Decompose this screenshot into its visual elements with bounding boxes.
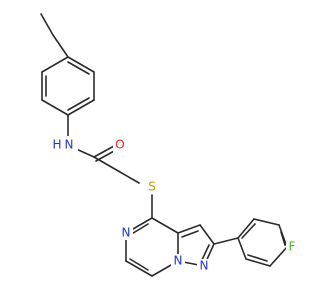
bond-carbonyl-ch2: [93, 156, 121, 173]
pyrazole-n-label-bg: [197, 259, 211, 273]
bridge-n-label-bg: [171, 254, 185, 268]
bond-phenyl2-b: [253, 218, 280, 226]
bond-ethyl-ch2: [52, 34, 69, 58]
bond-phenyl1-c: [41, 99, 69, 116]
bond-ch2-s: [119, 171, 140, 184]
bond-phenyl1-d: [67, 99, 95, 116]
s-label-bg: [145, 180, 159, 194]
bond-phenyl2-inner-a: [241, 223, 256, 239]
bond-phenyl2-a: [237, 218, 255, 239]
sulfur-label: S: [148, 180, 156, 194]
amide-hydrogen-label: H: [52, 138, 61, 152]
bond-phenyl2-inner-c: [247, 254, 268, 262]
bridge-nitrogen-label: N: [174, 254, 183, 268]
bond-phenyl2-f: [237, 237, 247, 260]
bond-pyrazole-b: [199, 224, 215, 245]
bond-pyrazine-f: [151, 217, 179, 234]
bond-pyrazine-c: [125, 260, 153, 277]
pyrazine-n-label-bg: [119, 226, 133, 240]
chemical-structure-diagram: N H O S N N N F: [40, 13, 298, 277]
bond-pyrazole-inner-a: [181, 230, 199, 238]
bond-pyrazole-aryl: [213, 237, 239, 245]
bond-carbonyl-o-a: [93, 145, 115, 158]
bond-pyrazole-a: [177, 224, 201, 234]
pyrazole-nitrogen-label: N: [200, 259, 209, 273]
fluorine-label: F: [289, 240, 296, 254]
amide-nitrogen-label: N: [65, 138, 74, 152]
nh-label-bg: [58, 136, 78, 152]
bond-phenyl1-inner-c: [67, 61, 90, 75]
bond-phenyl1-f: [67, 56, 95, 73]
o-label-bg: [113, 139, 127, 153]
f-label-bg: [286, 240, 298, 254]
bond-pyrazine-inner-b: [129, 258, 149, 271]
bond-ethyl-ch3: [40, 13, 54, 36]
bond-phenyl1-inner-b: [67, 97, 90, 111]
bond-phenyl2-d: [269, 246, 288, 267]
bond-phenyl2-inner-b: [280, 231, 286, 246]
pyrazine-nitrogen-label: N: [122, 226, 131, 240]
bond-phenyl2-e: [245, 258, 271, 267]
bond-phenyl1-a: [41, 56, 69, 73]
carbonyl-oxygen-label: O: [115, 138, 124, 152]
